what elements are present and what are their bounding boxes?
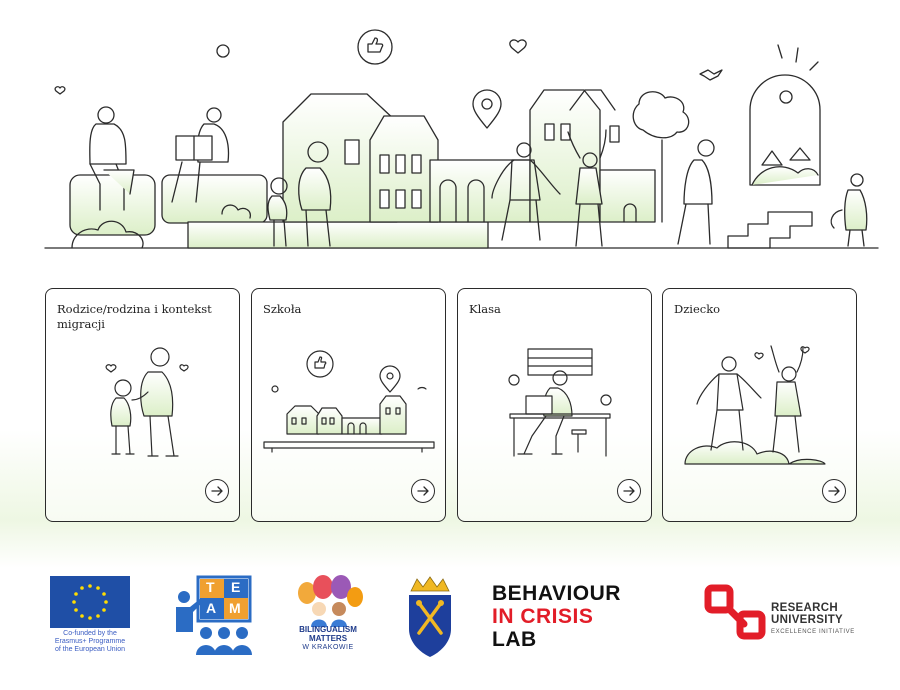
heart-icon xyxy=(105,364,117,373)
arrow-right-icon[interactable] xyxy=(617,479,641,503)
bm-city: W KRAKOWIE xyxy=(302,644,354,651)
card-classroom[interactable]: Klasa xyxy=(457,288,652,522)
team-letter: A xyxy=(206,600,217,616)
bm-line: BILINGUALISM xyxy=(299,625,357,634)
behaviour-in-crisis-lab-logo[interactable]: BEHAVIOUR IN CRISIS LAB xyxy=(492,582,621,651)
team-logo[interactable]: T E A M xyxy=(170,575,255,657)
research-university-text: RESEARCH UNIVERSITY EXCELLENCE INITIATIV… xyxy=(771,602,855,638)
card-child[interactable]: Dziecko xyxy=(662,288,857,522)
arrow-right-icon[interactable] xyxy=(411,479,435,503)
card-title: Rodzice/rodzina i kontekst migracji xyxy=(57,302,212,331)
ru-line: UNIVERSITY xyxy=(771,614,844,626)
heart-icon xyxy=(754,352,764,360)
hero-illustration xyxy=(0,0,900,270)
card-school[interactable]: Szkoła xyxy=(251,288,446,522)
team-letter: M xyxy=(229,600,241,616)
team-letter: E xyxy=(231,579,241,595)
bm-line: MATTERS xyxy=(308,634,348,643)
bic-line-red: IN CRISIS xyxy=(492,605,594,628)
research-university-mark[interactable] xyxy=(702,582,768,646)
card-title: Klasa xyxy=(469,302,501,316)
card-illustration xyxy=(262,344,437,469)
thumbs-up-icon xyxy=(357,29,393,65)
card-title: Szkoła xyxy=(263,302,302,316)
bic-line: BEHAVIOUR xyxy=(492,582,621,605)
bilingualism-matters-logo[interactable] xyxy=(295,575,365,631)
thumbs-up-icon xyxy=(306,350,334,378)
card-title: Dziecko xyxy=(674,302,721,316)
ru-line: RESEARCH xyxy=(771,602,838,614)
arrow-right-icon[interactable] xyxy=(822,479,846,503)
card-illustration xyxy=(56,344,231,469)
card-parents-family[interactable]: Rodzice/rodzina i kontekst migracji xyxy=(45,288,240,522)
card-illustration xyxy=(673,344,848,469)
university-crest-logo[interactable] xyxy=(405,575,455,663)
stars-icon xyxy=(72,584,108,620)
location-pin-icon xyxy=(379,365,401,393)
eu-caption-line: Co-funded by the xyxy=(63,630,117,637)
arrow-right-icon[interactable] xyxy=(205,479,229,503)
bilingualism-matters-text: BILINGUALISM MATTERS W KRAKOWIE xyxy=(288,625,368,652)
ru-subtitle: EXCELLENCE INITIATIVE xyxy=(771,629,855,635)
eu-caption: Co-funded by the Erasmus+ Programme of t… xyxy=(50,630,130,654)
card-illustration xyxy=(468,344,643,469)
eu-flag-logo[interactable] xyxy=(50,576,130,632)
eu-caption-line: of the European Union xyxy=(54,646,126,653)
team-letter: T xyxy=(206,579,215,595)
bic-line: LAB xyxy=(492,628,537,651)
eu-caption-line: Erasmus+ Programme xyxy=(54,638,126,645)
